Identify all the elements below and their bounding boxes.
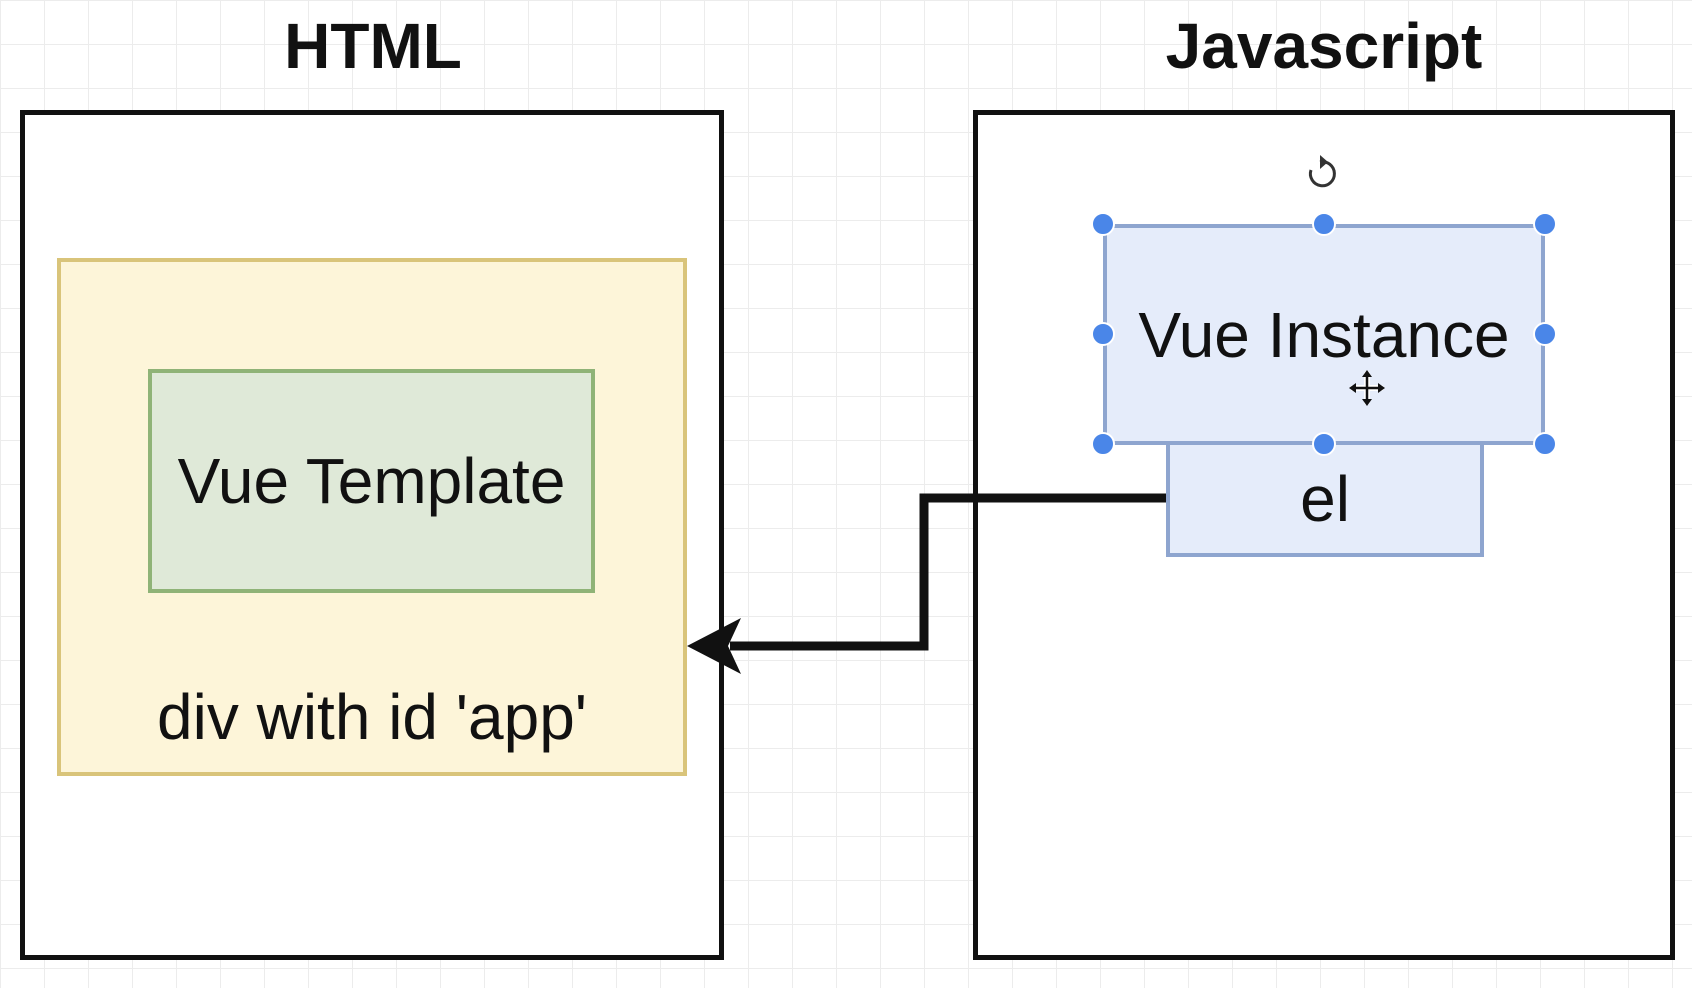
- connector-arrowhead: [687, 618, 741, 674]
- resize-handle-top-right[interactable]: [1533, 212, 1557, 236]
- resize-handle-bottom-left[interactable]: [1091, 432, 1115, 456]
- resize-handle-top-left[interactable]: [1091, 212, 1115, 236]
- el-connector-line[interactable]: [730, 493, 1166, 651]
- el-label: el: [1300, 462, 1350, 535]
- javascript-panel-title: Javascript: [1165, 10, 1483, 82]
- move-cursor-icon: [1349, 370, 1385, 406]
- resize-handle-left[interactable]: [1091, 322, 1115, 346]
- resize-handle-top[interactable]: [1312, 212, 1336, 236]
- resize-handle-bottom[interactable]: [1312, 432, 1336, 456]
- resize-handle-bottom-right[interactable]: [1533, 432, 1557, 456]
- vue-template-label: Vue Template: [177, 445, 566, 517]
- html-panel-title: HTML: [284, 10, 462, 82]
- resize-handle-right[interactable]: [1533, 322, 1557, 346]
- app-div-label: div with id 'app': [157, 681, 587, 753]
- vue-template-box[interactable]: Vue Template: [148, 369, 595, 593]
- vue-instance-label: Vue Instance: [1138, 298, 1510, 371]
- selection-handles[interactable]: [1091, 212, 1557, 456]
- vue-instance-box[interactable]: Vue Instance: [1103, 224, 1545, 445]
- rotate-handle-icon[interactable]: [1306, 155, 1338, 190]
